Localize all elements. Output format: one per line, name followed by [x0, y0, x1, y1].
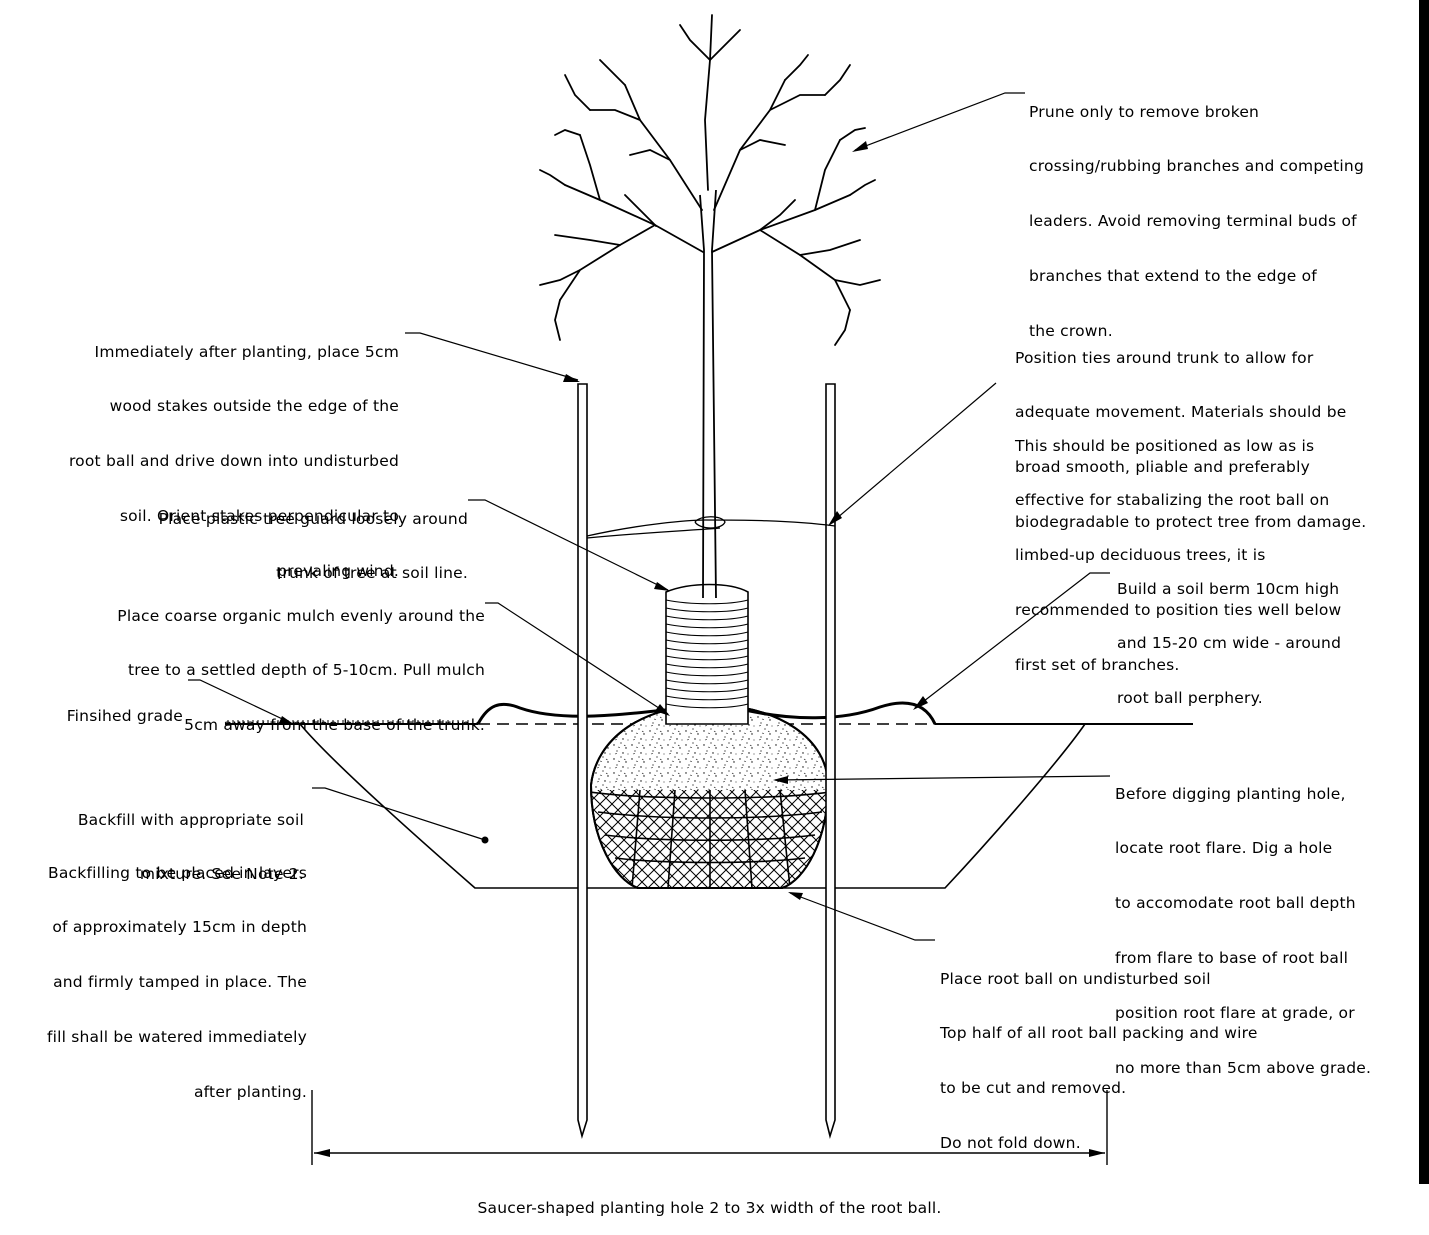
- note-backfill-layers: Backfilling to be placed in layers of ap…: [46, 863, 307, 1102]
- planting-hole-outline: [299, 723, 1086, 889]
- note-ties-low: This should be positioned as low as is e…: [1015, 436, 1342, 675]
- leader-lines: [188, 92, 1111, 941]
- tree-guard: [665, 583, 749, 725]
- tree-crown: [539, 14, 881, 346]
- leader-arrowheads: [279, 141, 928, 900]
- dimension-label: Saucer-shaped planting hole 2 to 3x widt…: [477, 1198, 942, 1217]
- drawing-frame-border: [1419, 0, 1429, 1184]
- note-root-flare: Before digging planting hole, locate roo…: [1115, 784, 1372, 1078]
- note-root-ball: Place root ball on undisturbed soil Top …: [940, 969, 1258, 1153]
- root-ball: [589, 703, 830, 889]
- stakes: [577, 383, 836, 1139]
- note-tree-guard: Place plastic tree guard loosely around …: [158, 509, 468, 583]
- note-soil-berm: Build a soil berm 10cm high and 15-20 cm…: [1117, 579, 1342, 708]
- tree-planting-diagram: [188, 14, 1193, 1165]
- note-prune: Prune only to remove broken crossing/rub…: [1029, 102, 1364, 341]
- ties: [586, 516, 836, 539]
- note-backfill: Backfill with appropriate soil mixture. …: [77, 810, 304, 884]
- dimension-line: [311, 1090, 1108, 1165]
- note-ties: Position ties around trunk to allow for …: [1015, 348, 1367, 532]
- note-finished-grade: Finsihed grade: [66, 706, 183, 725]
- note-mulch: Place coarse organic mulch evenly around…: [117, 606, 485, 735]
- note-stakes: Immediately after planting, place 5cm wo…: [68, 342, 399, 581]
